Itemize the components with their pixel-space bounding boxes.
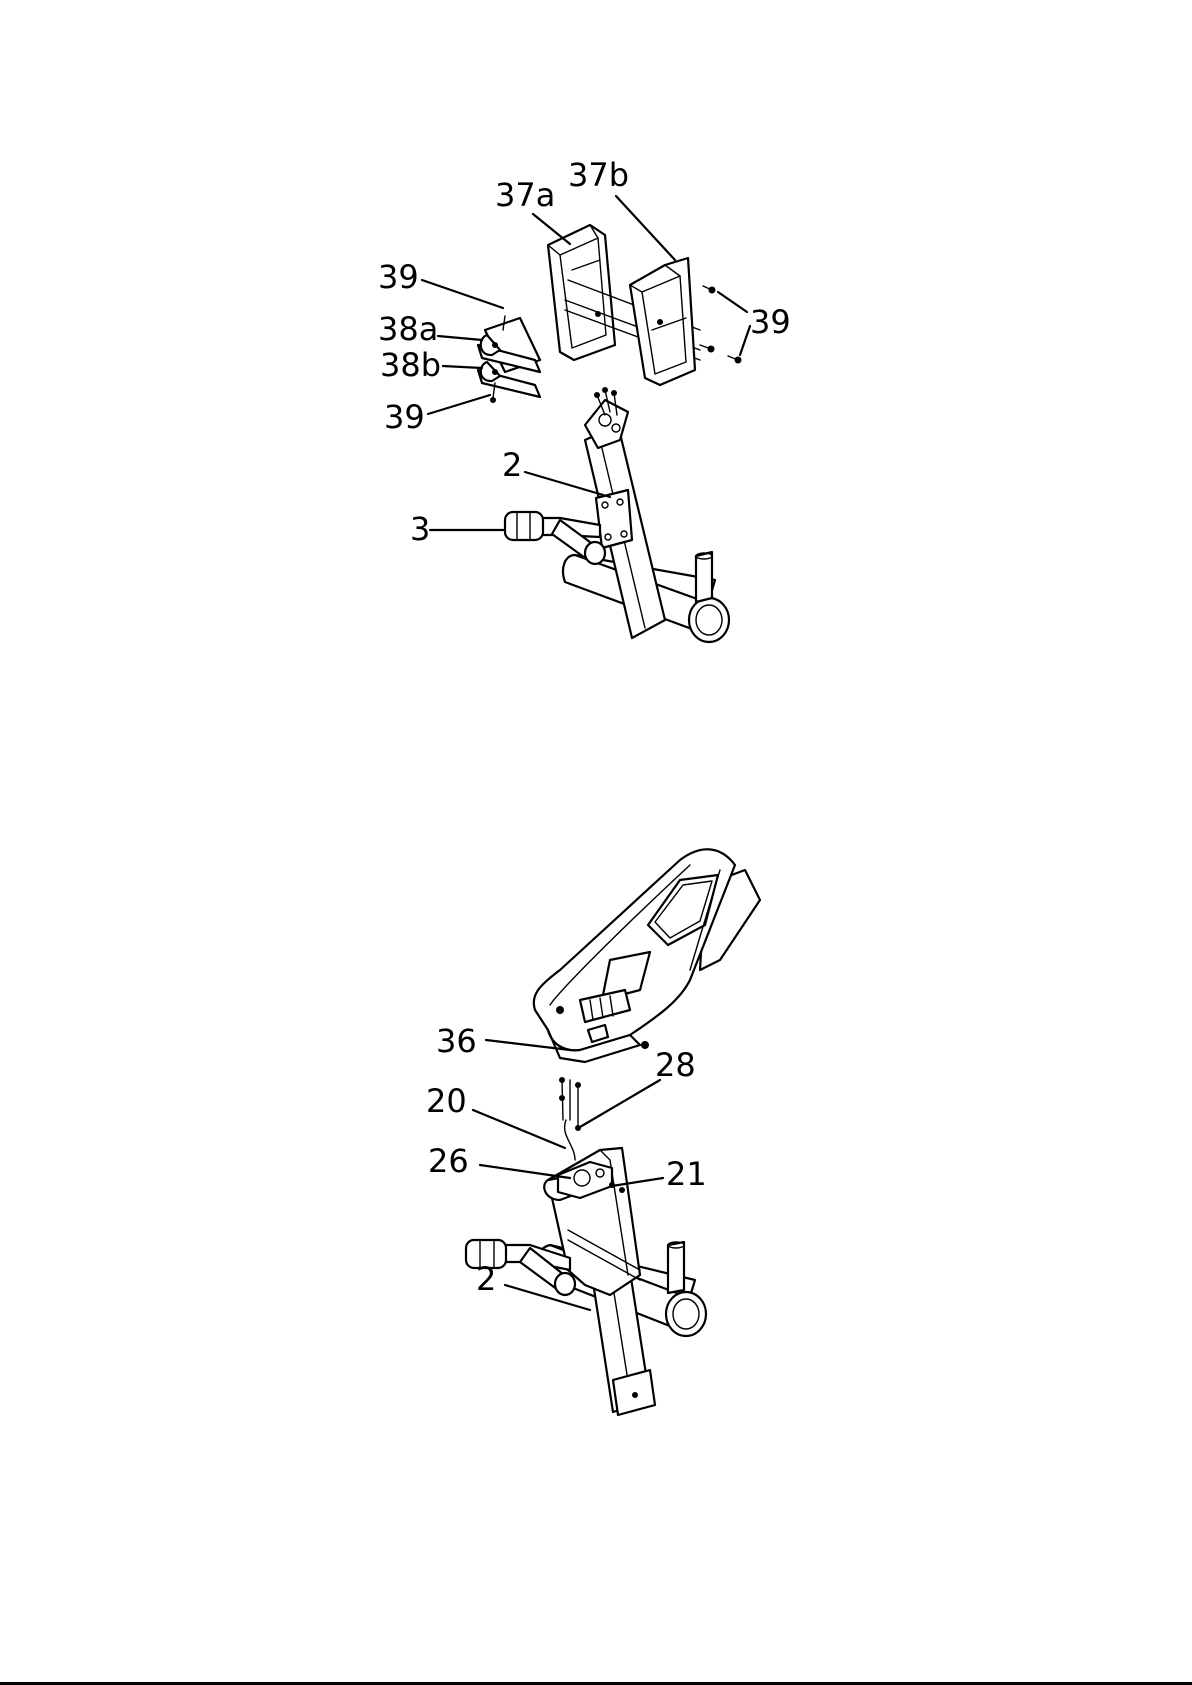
upper-view: 37a 37b 39 38a 38b 39 39 2 3 xyxy=(378,156,791,642)
callout-38b: 38b xyxy=(380,346,441,384)
callout-36: 36 xyxy=(436,1022,477,1060)
lower-console-36 xyxy=(534,849,760,1062)
callout-2-upper: 2 xyxy=(502,446,522,484)
callout-28: 28 xyxy=(655,1046,696,1084)
callout-3: 3 xyxy=(410,510,430,548)
callout-21: 21 xyxy=(666,1155,707,1193)
upper-screws-39-right xyxy=(700,286,742,364)
upper-handle-bar xyxy=(505,512,605,564)
callout-38a: 38a xyxy=(378,310,438,348)
upper-cover-37b xyxy=(630,258,695,385)
callout-39-top-left: 39 xyxy=(378,258,419,296)
callout-20: 20 xyxy=(426,1082,467,1120)
callout-39-right: 39 xyxy=(750,303,791,341)
callout-37a: 37a xyxy=(495,176,555,214)
callout-26: 26 xyxy=(428,1142,469,1180)
lower-view: 36 28 20 26 21 2 xyxy=(426,849,760,1415)
callout-37b: 37b xyxy=(568,156,629,194)
upper-upright-post xyxy=(585,387,665,638)
callout-2-lower: 2 xyxy=(476,1260,496,1298)
callout-39-bottom-left: 39 xyxy=(384,398,425,436)
upper-cover-38 xyxy=(478,316,540,403)
